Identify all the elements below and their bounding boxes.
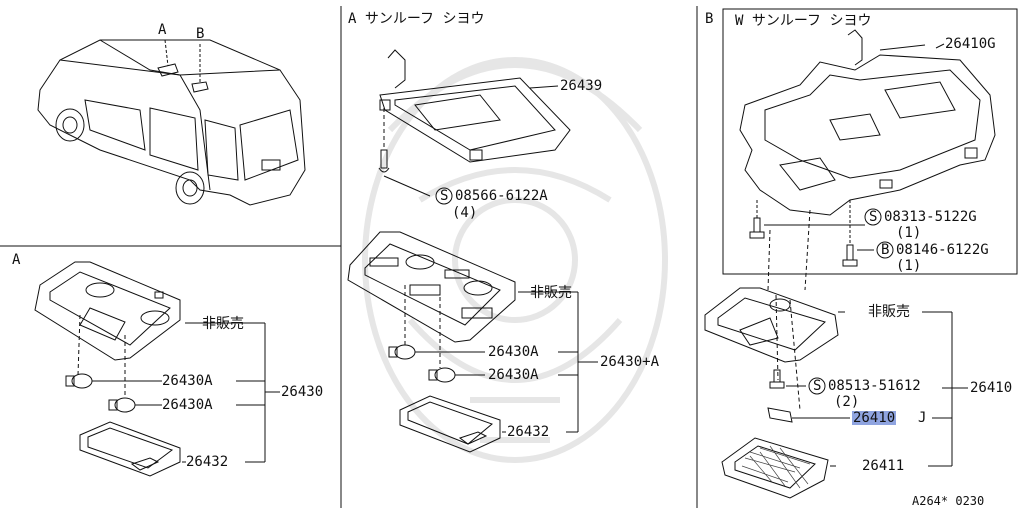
part-number-26430+A[interactable]: 26430+A (600, 354, 660, 370)
part-number-26432[interactable]: 26432 (507, 424, 550, 440)
screw-symbol-icon (864, 208, 882, 226)
sunroof-bracket-b (739, 29, 996, 291)
screw-symbol-icon (435, 187, 453, 205)
section-subtitle-b-sunroof: W サンルーフ シヨウ (735, 13, 872, 29)
sunroof-bracket-a (378, 49, 571, 197)
section-title-b: B (705, 11, 714, 27)
part-number-08146-6122G[interactable]: 08146-6122G (896, 242, 989, 258)
section-b-inset-frame (722, 8, 1018, 275)
lamp-assembly-a-left (34, 261, 280, 477)
screw-symbol-icon (808, 377, 826, 395)
bolt-symbol-icon (876, 241, 894, 259)
screw-symbol-label: S (813, 378, 822, 394)
screw-symbol-label: S (869, 209, 878, 225)
part-number-26430[interactable]: 26430 (281, 384, 324, 400)
part-number-26411[interactable]: 26411 (862, 458, 905, 474)
part-number-26410[interactable]: 26410 (970, 380, 1013, 396)
quantity-label: (2) (834, 394, 860, 410)
part-number-08566-6122A[interactable]: 08566-6122A (455, 188, 548, 204)
part-number-26439[interactable]: 26439 (560, 78, 603, 94)
not-sold-label: 非販売 (868, 304, 910, 320)
screw-symbol-label: S (440, 188, 449, 204)
diagram-code: A264* 0230 (912, 494, 985, 508)
section-title-a-sunroof: A サンルーフ シヨウ (348, 11, 485, 27)
part-number-08313-5122G[interactable]: 08313-5122G (884, 209, 977, 225)
part-suffix-label: J (918, 410, 927, 426)
bolt-symbol-label: B (881, 242, 890, 258)
lamp-assembly-a-mid (347, 231, 598, 453)
part-number-26430A[interactable]: 26430A (488, 344, 539, 360)
part-number-26430A[interactable]: 26430A (488, 367, 539, 383)
quantity-label: (1) (896, 258, 922, 274)
callout-a: A (158, 22, 167, 38)
part-number-26432[interactable]: 26432 (186, 454, 229, 470)
part-number-26430A[interactable]: 26430A (162, 373, 213, 389)
callout-b: B (196, 26, 205, 42)
part-number-08513-51612[interactable]: 08513-51612 (828, 378, 921, 394)
quantity-label: (1) (896, 225, 922, 241)
not-sold-label: 非販売 (202, 316, 244, 332)
part-number-26430A[interactable]: 26430A (162, 397, 213, 413)
car-illustration (37, 39, 306, 206)
part-number-26410G[interactable]: 26410G (945, 36, 996, 52)
lamp-assembly-b (704, 43, 968, 499)
not-sold-label: 非販売 (530, 285, 572, 301)
section-title-a-left: A (12, 252, 21, 268)
quantity-label: (4) (452, 205, 478, 221)
watermark-emblem (362, 57, 668, 463)
part-number-26410J-highlighted[interactable]: 26410 (852, 410, 897, 426)
